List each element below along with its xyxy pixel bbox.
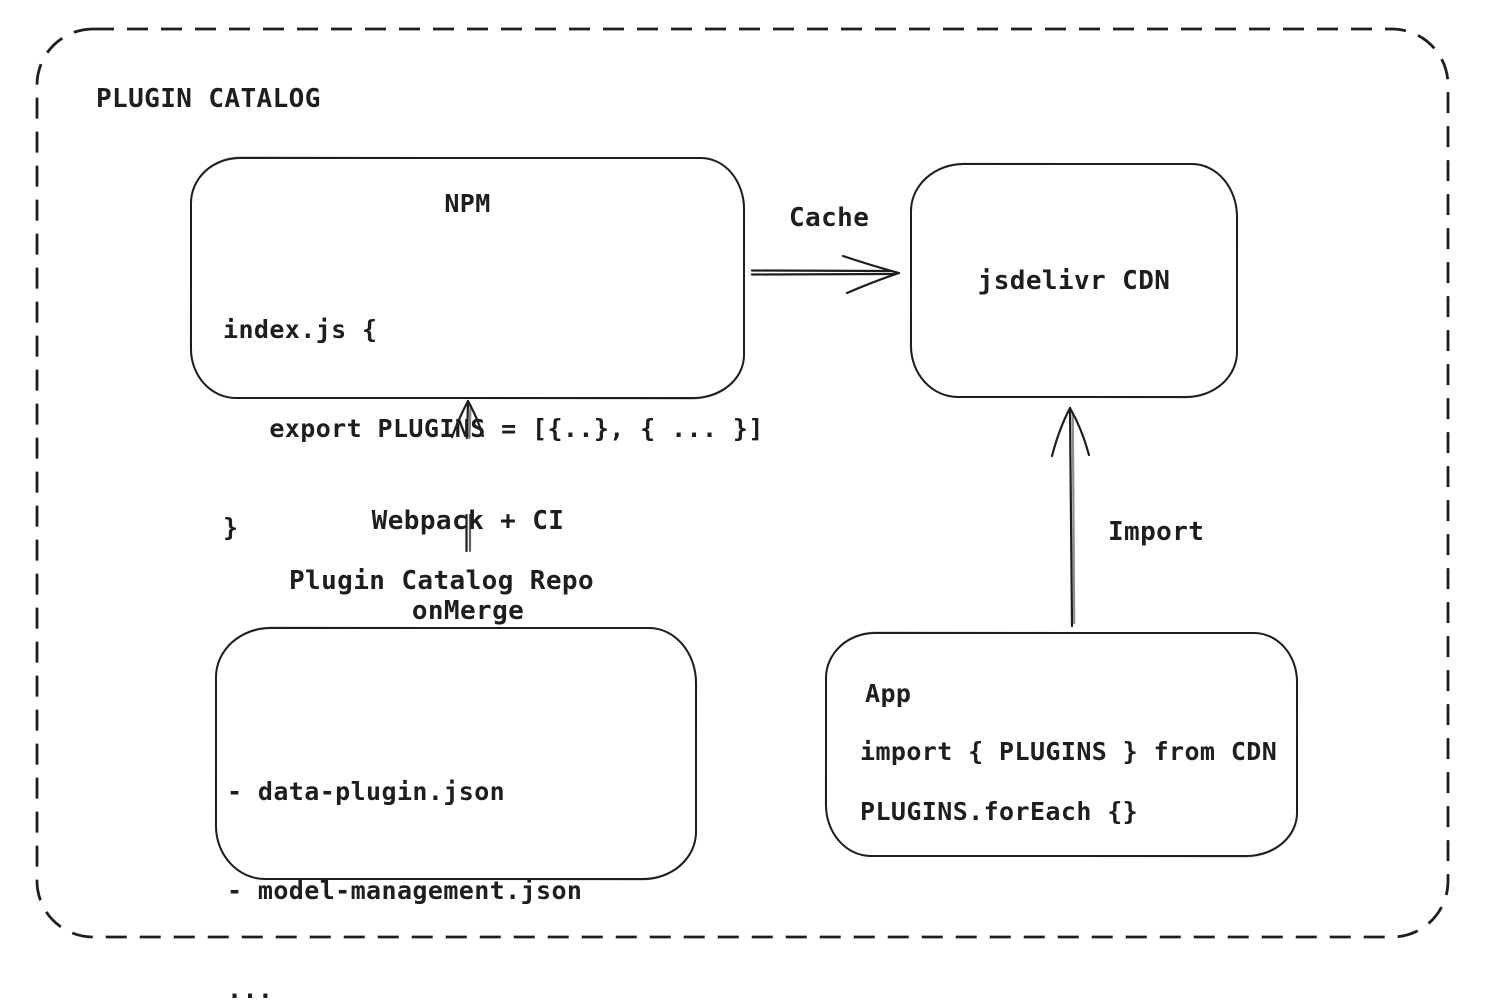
- npm-code: index.js { export PLUGINS = [{..}, { ...…: [223, 247, 764, 610]
- build-arrow-label-line1: Webpack + CI: [371, 506, 565, 536]
- repo-box-title: Plugin Catalog Repo: [289, 566, 595, 596]
- repo-box: - data-plugin.json - model-management.js…: [215, 627, 697, 1002]
- npm-code-line: export PLUGINS = [{..}, { ... }]: [223, 414, 764, 443]
- app-code-line: PLUGINS.forEach {}: [860, 797, 1139, 826]
- cdn-box: jsdelivr CDN: [910, 163, 1238, 398]
- import-arrow-label: Import: [1108, 517, 1205, 547]
- npm-code-line: }: [223, 513, 239, 542]
- app-box: App import { PLUGINS } from CDN PLUGINS.…: [825, 632, 1298, 857]
- npm-code-line: index.js {: [223, 315, 378, 344]
- catalog-boundary: [35, 27, 1450, 939]
- app-code-line: import { PLUGINS } from CDN: [860, 737, 1278, 766]
- repo-file-item: ...: [227, 975, 274, 1002]
- cache-arrow: [750, 254, 901, 295]
- build-arrow: [450, 399, 485, 553]
- build-arrow-label-line2: onMerge: [411, 596, 525, 626]
- build-arrow-label: Webpack + CI onMerge: [333, 446, 603, 686]
- import-arrow: [1050, 406, 1091, 628]
- diagram-title: PLUGIN CATALOG: [96, 84, 321, 114]
- npm-box: NPM index.js { export PLUGINS = [{..}, {…: [190, 157, 763, 542]
- repo-file-item: - model-management.json: [227, 876, 583, 905]
- cache-arrow-label: Cache: [789, 203, 870, 233]
- repo-file-item: - data-plugin.json: [227, 777, 506, 806]
- repo-file-list: - data-plugin.json - model-management.js…: [227, 709, 582, 1002]
- cdn-box-label: jsdelivr CDN: [977, 265, 1171, 296]
- npm-box-title: NPM: [444, 189, 491, 218]
- app-box-title: App: [865, 679, 912, 708]
